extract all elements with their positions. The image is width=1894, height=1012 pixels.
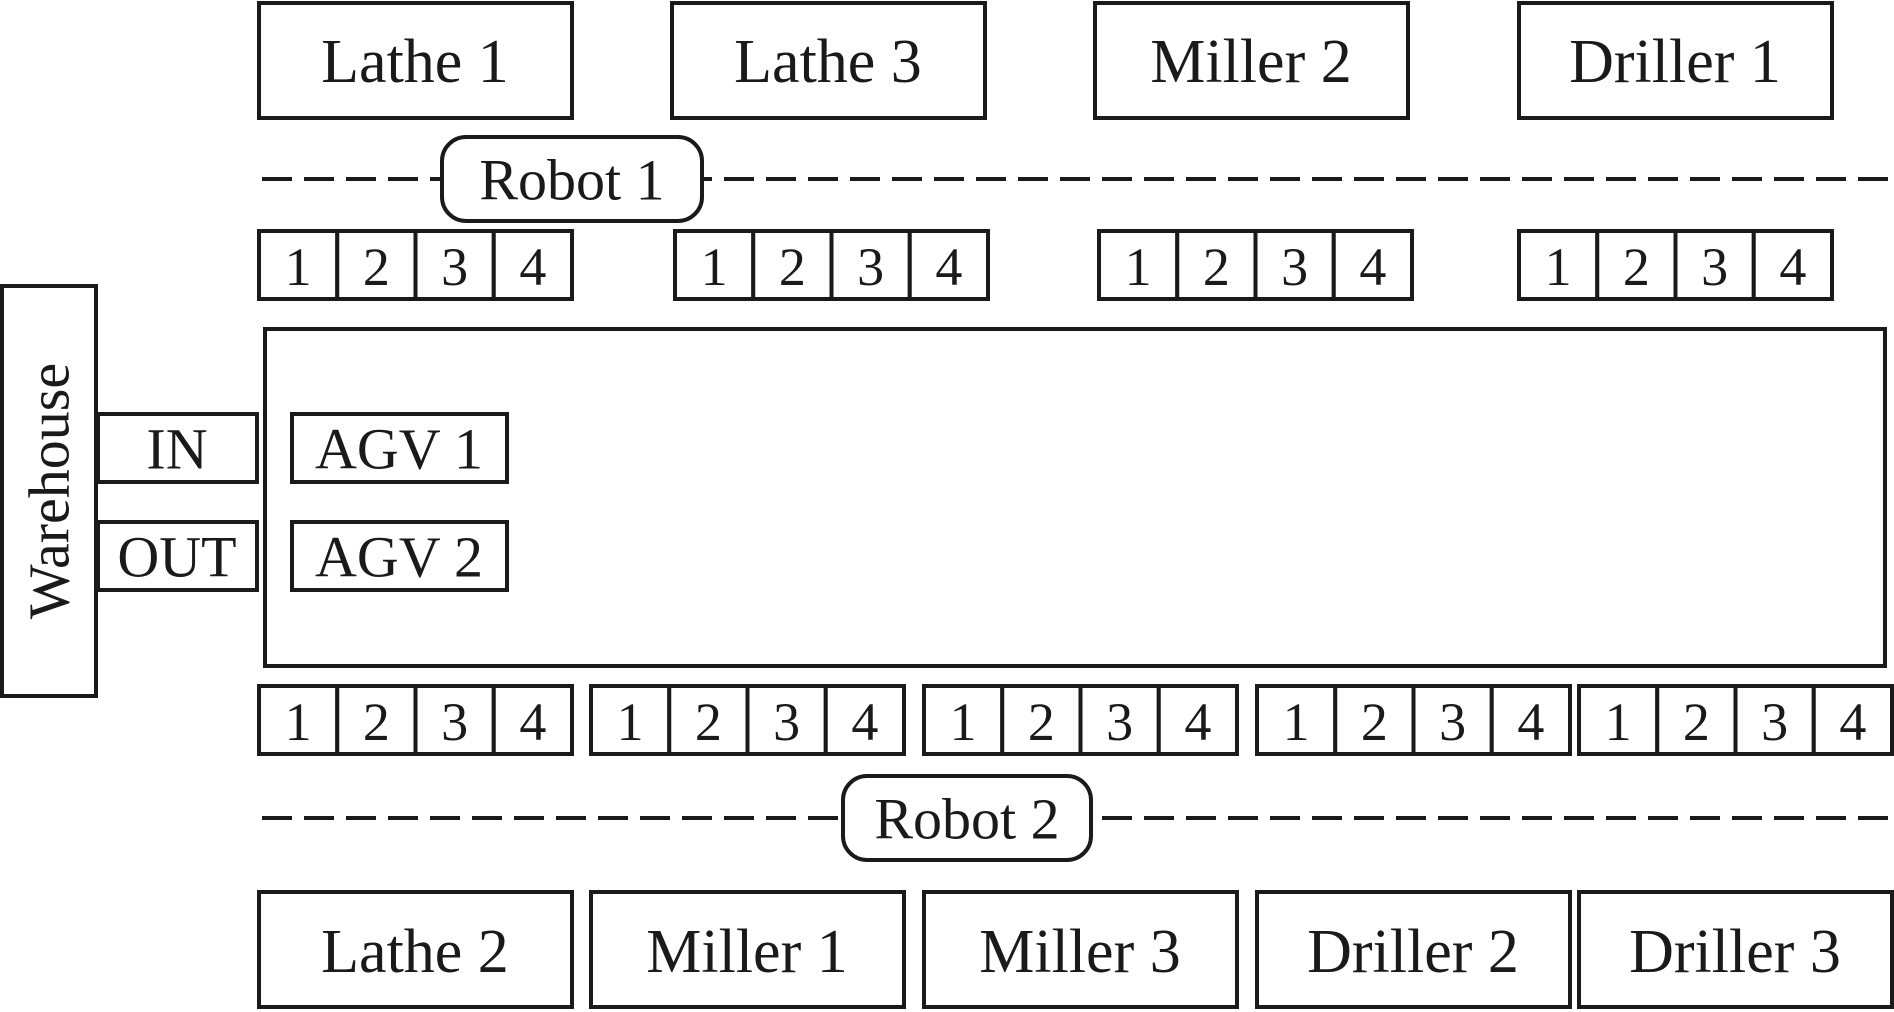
bottom-buffer-5-slot-label: 3: [1761, 692, 1788, 752]
bottom-buffer-1-slot-label: 4: [519, 692, 546, 752]
bottom-buffer-1-slot-label: 1: [285, 692, 312, 752]
bottom-buffer-2-slot-label: 1: [617, 692, 644, 752]
agv-1-label: AGV 1: [315, 417, 483, 482]
top-buffer-4-slot-2: [1595, 229, 1678, 301]
robot-1-carrier: [440, 135, 704, 223]
bottom-buffer-5-slot-3: [1733, 684, 1816, 756]
top-buffer-2-slot-label: 2: [779, 237, 806, 297]
agv-2-label: AGV 2: [315, 525, 483, 590]
top-buffer-4-slot-label: 4: [1779, 237, 1806, 297]
machine-label: Driller 2: [1307, 918, 1519, 986]
warehouse: [0, 284, 98, 698]
machine-lathe-2: [257, 890, 574, 1009]
bottom-buffer-1-slot-label: 3: [441, 692, 468, 752]
agv-1: [290, 412, 509, 484]
top-buffer-2-slot-label: 3: [857, 237, 884, 297]
bottom-buffer-3-slot-2: [1000, 684, 1083, 756]
bottom-buffer-5-slot-label: 4: [1839, 692, 1866, 752]
machine-driller-3: [1577, 890, 1894, 1009]
bottom-buffer-3-slot-label: 2: [1028, 692, 1055, 752]
bottom-buffer-3-slot-3: [1078, 684, 1161, 756]
bottom-buffer-2-slot-4: [823, 684, 906, 756]
machine-label: Driller 3: [1629, 918, 1841, 986]
bottom-buffer-3-slot-label: 1: [950, 692, 977, 752]
top-buffer-4-slot-label: 3: [1701, 237, 1728, 297]
top-buffer-1-slot-label: 4: [519, 237, 546, 297]
top-buffer-2-slot-4: [907, 229, 990, 301]
machine-lathe-3: [670, 1, 987, 120]
robot-2-carrier: [841, 774, 1093, 862]
top-buffer-1-slot-label: 3: [441, 237, 468, 297]
in-port-label: IN: [146, 417, 207, 482]
bottom-buffer-4-slot-label: 3: [1439, 692, 1466, 752]
bottom-buffer-5-slot-4: [1811, 684, 1894, 756]
machine-miller-2: [1093, 1, 1410, 120]
top-buffer-1-slot-3: [413, 229, 496, 301]
top-buffer-3-slot-4: [1331, 229, 1414, 301]
machine-label: Miller 3: [979, 918, 1180, 986]
bottom-buffer-5-slot-label: 2: [1683, 692, 1710, 752]
bottom-buffer-1-slot-label: 2: [363, 692, 390, 752]
bottom-buffer-4-slot-label: 4: [1517, 692, 1544, 752]
top-buffer-4-slot-3: [1673, 229, 1756, 301]
machine-miller-1: [589, 890, 906, 1009]
top-buffer-1-slot-label: 2: [363, 237, 390, 297]
bottom-buffer-1-slot-1: [257, 684, 340, 756]
top-buffer-2-slot-label: 1: [701, 237, 728, 297]
top-buffer-3-slot-label: 4: [1359, 237, 1386, 297]
top-buffer-1-slot-label: 1: [285, 237, 312, 297]
machine-label: Lathe 2: [321, 918, 509, 986]
warehouse-in-port: [96, 412, 259, 484]
robot-1-label: Robot 1: [479, 148, 664, 213]
warehouse-label: Warehouse: [17, 363, 82, 619]
agv-2: [290, 520, 509, 592]
top-buffer-2-slot-label: 4: [935, 237, 962, 297]
top-buffer-3-slot-label: 3: [1281, 237, 1308, 297]
machine-label: Miller 1: [646, 918, 847, 986]
bottom-buffer-5-slot-label: 1: [1605, 692, 1632, 752]
agv-area: [263, 327, 1887, 668]
bottom-buffer-2-slot-label: 4: [851, 692, 878, 752]
top-buffer-1-slot-4: [491, 229, 574, 301]
bottom-buffer-2-slot-1: [589, 684, 672, 756]
bottom-buffer-4-slot-label: 2: [1361, 692, 1388, 752]
robot-2-label: Robot 2: [874, 787, 1059, 852]
top-buffer-4-slot-4: [1751, 229, 1834, 301]
warehouse-out-port: [96, 520, 259, 592]
top-buffer-3-slot-label: 2: [1203, 237, 1230, 297]
top-buffer-1-slot-1: [257, 229, 340, 301]
machine-label: Lathe 3: [734, 28, 922, 96]
machine-label: Miller 2: [1150, 28, 1351, 96]
bottom-buffer-2-slot-label: 2: [695, 692, 722, 752]
machine-driller-2: [1255, 890, 1572, 1009]
bottom-buffer-1-slot-4: [491, 684, 574, 756]
bottom-buffer-3-slot-4: [1156, 684, 1239, 756]
bottom-buffer-4-slot-label: 1: [1283, 692, 1310, 752]
machine-label: Lathe 1: [321, 28, 509, 96]
bottom-buffer-1-slot-3: [413, 684, 496, 756]
bottom-buffer-2-slot-3: [745, 684, 828, 756]
bottom-buffer-3-slot-label: 4: [1184, 692, 1211, 752]
top-buffer-4-slot-label: 1: [1545, 237, 1572, 297]
bottom-buffer-2-slot-label: 3: [773, 692, 800, 752]
out-port-label: OUT: [117, 525, 236, 590]
top-buffer-3-slot-label: 1: [1125, 237, 1152, 297]
bottom-buffer-4-slot-4: [1489, 684, 1572, 756]
top-buffer-4-slot-label: 2: [1623, 237, 1650, 297]
machine-miller-3: [922, 890, 1239, 1009]
bottom-buffer-3-slot-label: 3: [1106, 692, 1133, 752]
machine-driller-1: [1517, 1, 1834, 120]
bottom-buffer-4-slot-1: [1255, 684, 1338, 756]
machine-label: Driller 1: [1569, 28, 1781, 96]
machine-lathe-1: [257, 1, 574, 120]
